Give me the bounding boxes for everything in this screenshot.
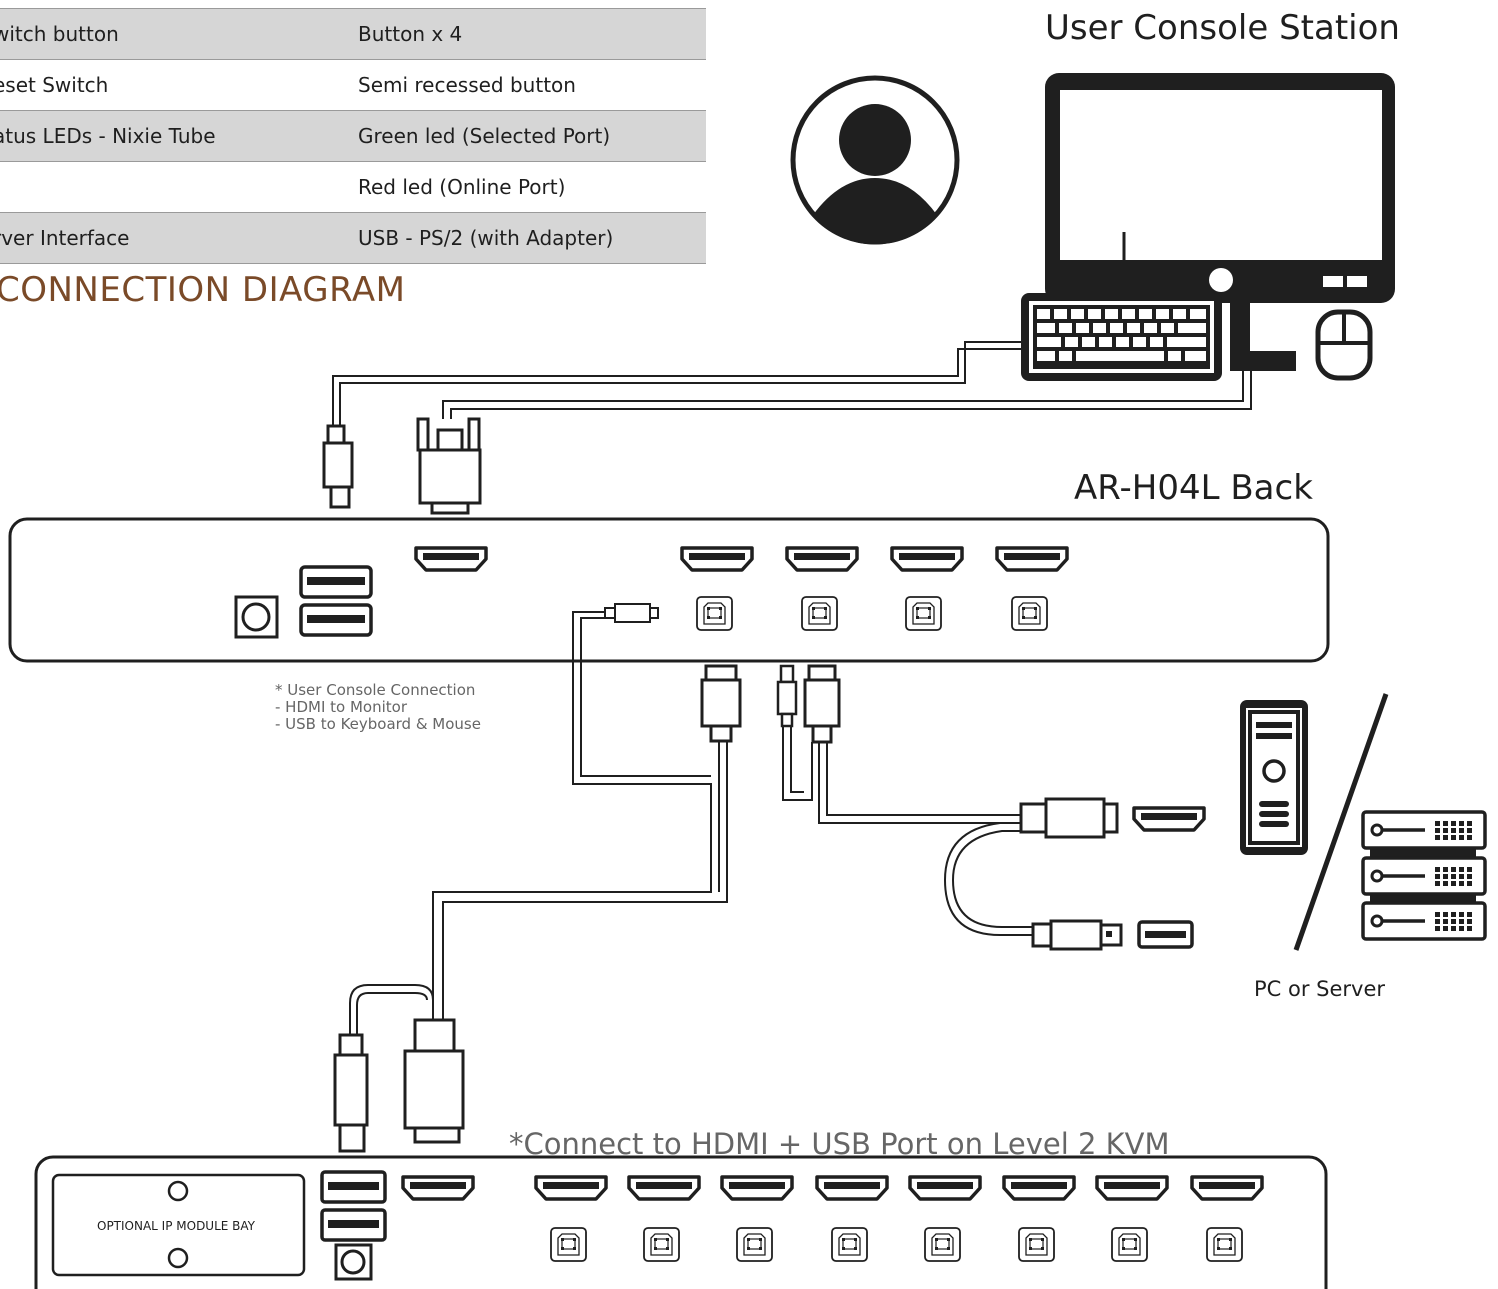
spec-row: rver Interface USB - PS/2 (with Adapter) [0,212,706,264]
console-note-line: - USB to Keyboard & Mouse [275,715,481,733]
pc-server-label: PC or Server [1254,977,1386,1001]
spec-value: Button x 4 [358,8,706,60]
pc-hdmi-port [1132,806,1206,832]
usb-a-port [320,1170,387,1204]
kvm-back-panel [8,517,1330,663]
hdmi-plug-icon [803,664,841,744]
pc-tower-icon [1240,700,1308,855]
spec-table: witch button Button x 4 eset Switch Semi… [0,8,706,264]
divider-slash [1293,693,1389,951]
ip-module-bay-label: OPTIONAL IP MODULE BAY [97,1219,256,1233]
level2-connect-note: *Connect to HDMI + USB Port on Level 2 K… [509,1127,1170,1161]
usb-plug-icon [333,1033,369,1153]
console-connection-note: * User Console Connection - HDMI to Moni… [275,682,481,733]
spec-feature: witch button [0,22,119,46]
usb-plug-icon [322,424,354,509]
spec-row: Red led (Online Port) [0,161,706,213]
spec-feature: rver Interface [0,226,130,250]
user-avatar-icon [790,75,960,245]
usb-plug-icon [776,664,798,728]
spec-feature: eset Switch [0,73,109,97]
kvm-back-title: AR-H04L Back [1074,468,1313,508]
pc-usb-port [1137,920,1194,949]
hdmi-plug-icon [416,417,482,515]
mouse-icon [1315,309,1373,381]
spec-value: Green led (Selected Port) [358,110,706,162]
spec-row: eset Switch Semi recessed button [0,59,706,111]
console-note-line: - HDMI to Monitor [275,698,407,716]
spec-value: USB - PS/2 (with Adapter) [358,212,706,264]
keyboard-icon [1021,293,1222,381]
power-jack [334,1243,373,1281]
spec-value: Red led (Online Port) [358,161,706,213]
spec-row: atus LEDs - Nixie Tube Green led (Select… [0,110,706,162]
server-rack-icon [1361,810,1487,941]
hdmi-plug-icon [700,664,742,743]
spec-row: witch button Button x 4 [0,8,706,60]
hdmi-plug-icon [403,1018,465,1144]
hdmi-plug-icon [1019,797,1119,839]
ip-module-bay [51,1173,306,1277]
section-heading: CONNECTION DIAGRAM [0,270,406,310]
usb-a-port [320,1208,387,1242]
console-note-line: * User Console Connection [275,681,476,699]
level2-kvm-panel [34,1155,1328,1289]
monitor-icon [1045,73,1395,371]
spec-value: Semi recessed button [358,59,706,111]
console-station-title: User Console Station [1045,8,1400,48]
spec-feature: atus LEDs - Nixie Tube [0,124,216,148]
power-jack [234,595,279,639]
usb-plug-icon [1031,919,1123,951]
